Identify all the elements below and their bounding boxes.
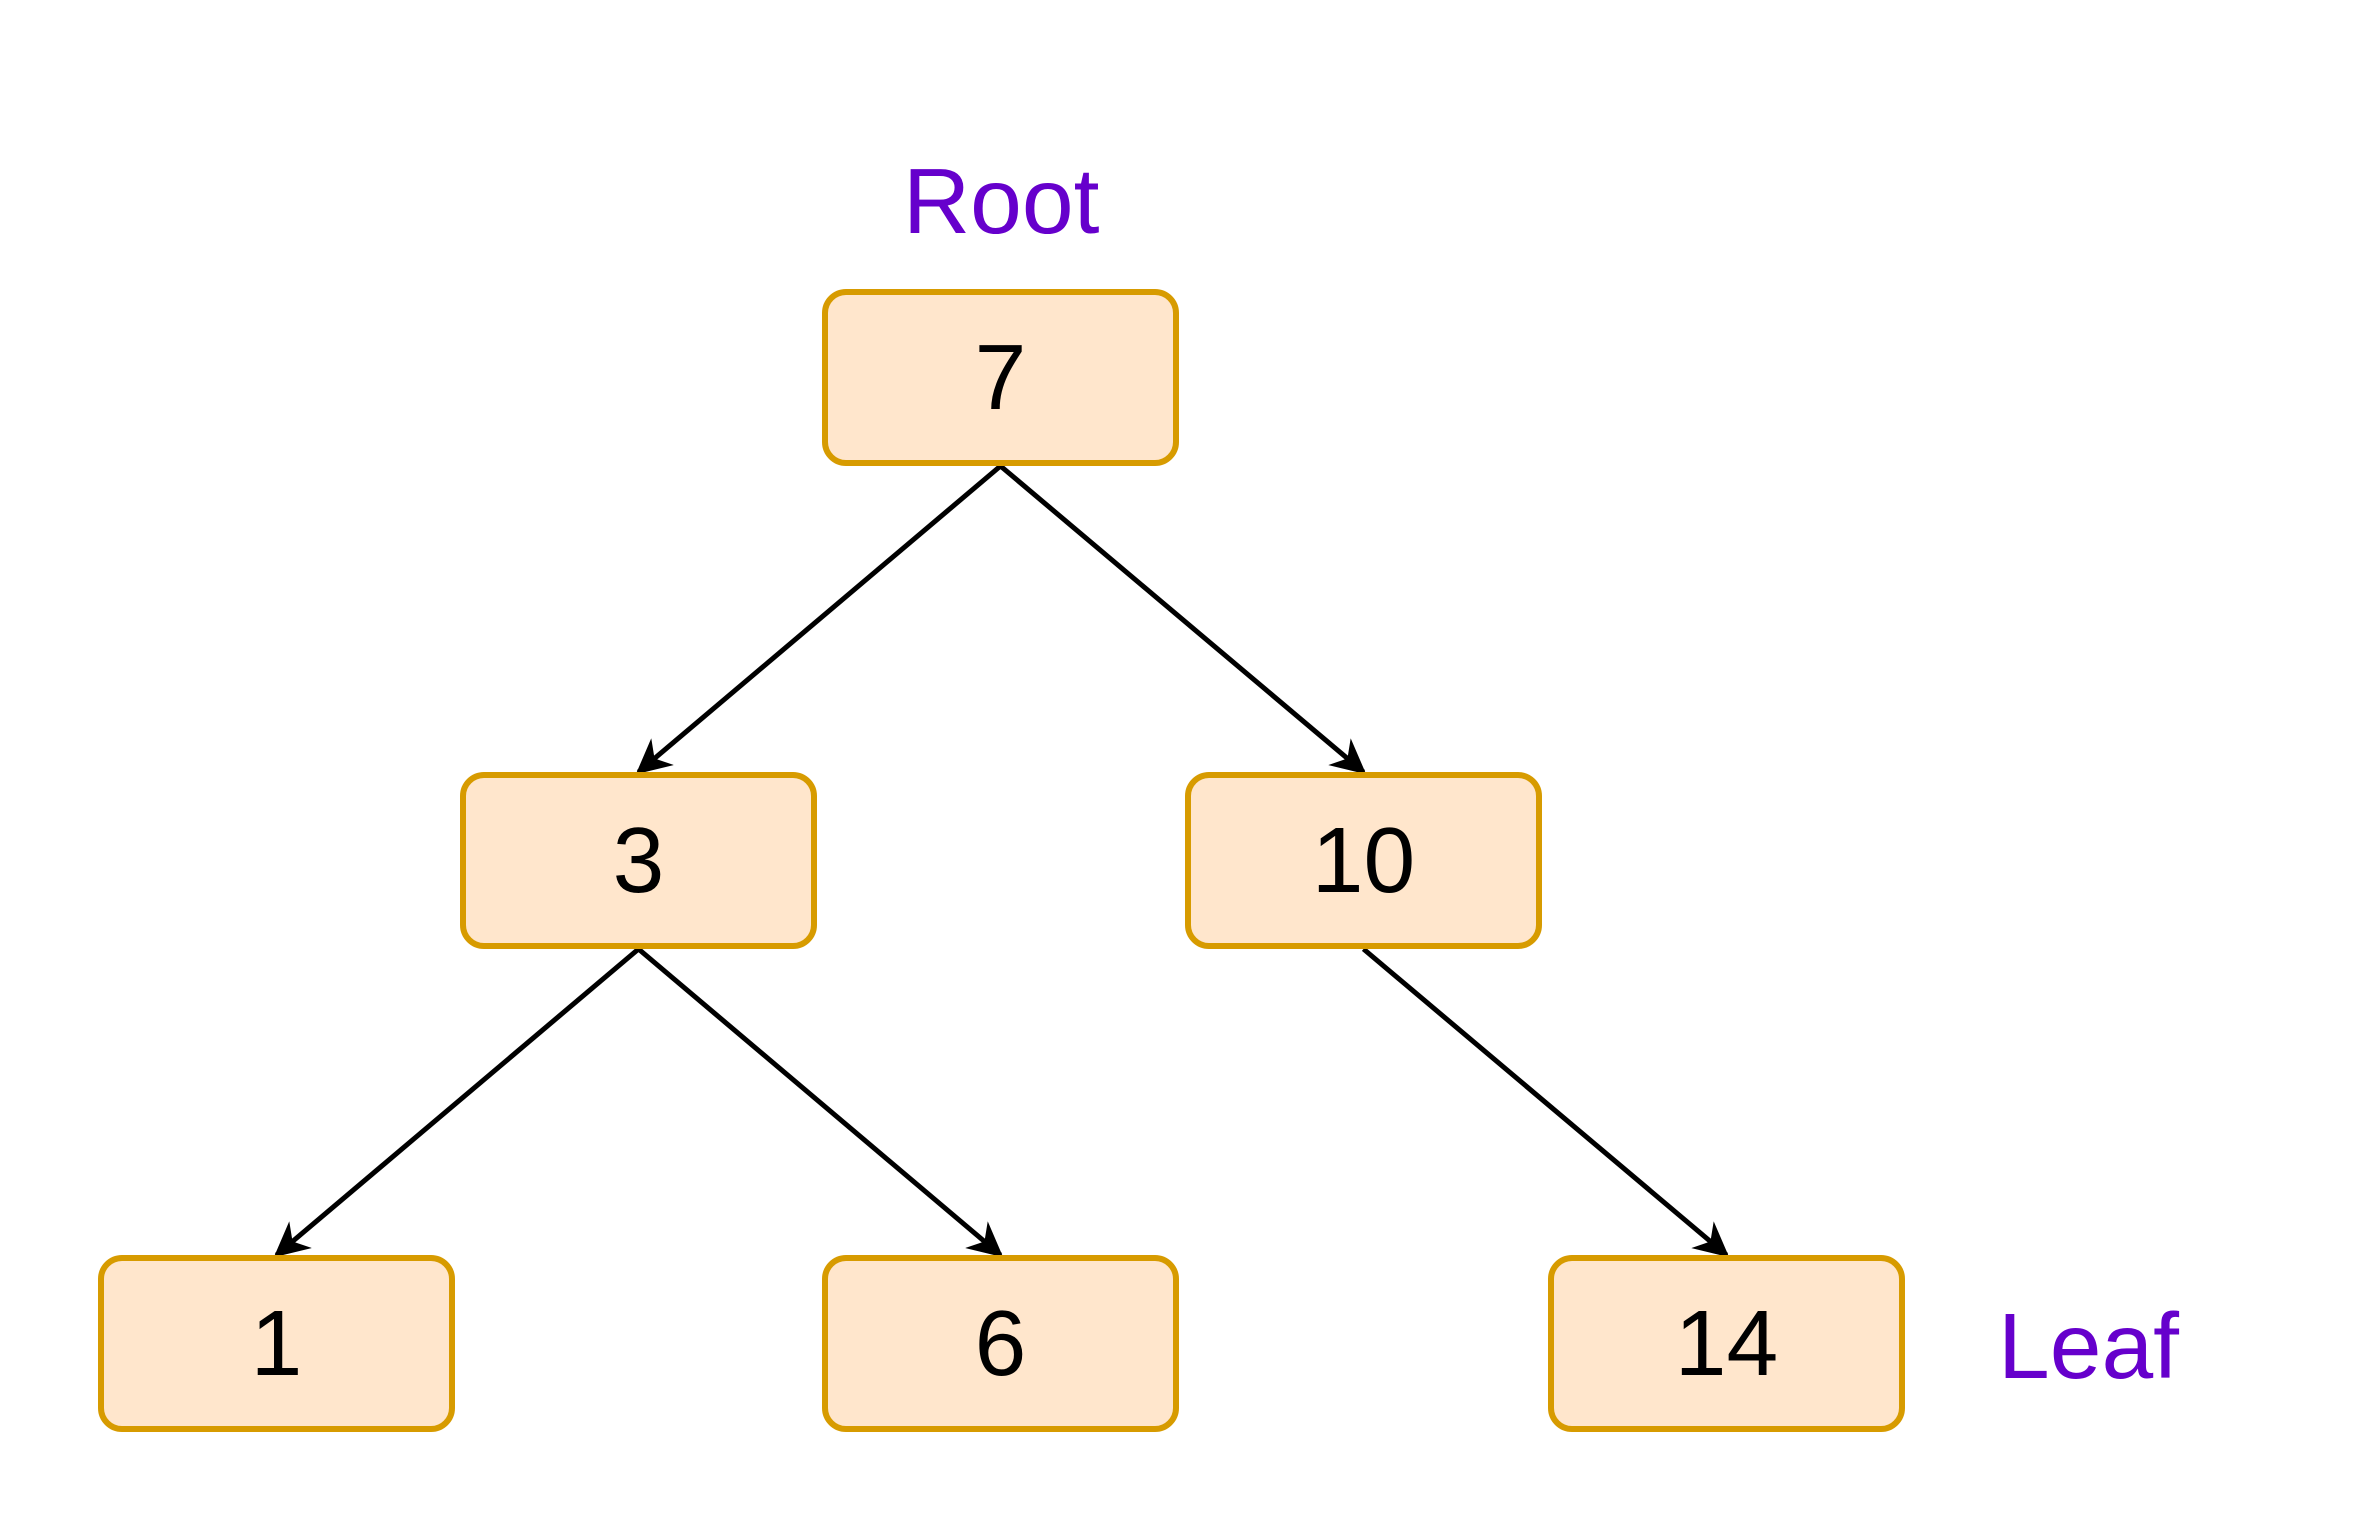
edge-7-to-3 <box>635 464 1003 775</box>
leaf-label: Leaf <box>1998 1294 2180 1398</box>
edge-3-to-6 <box>636 947 1004 1258</box>
tree-node-6: 6 <box>822 1255 1179 1432</box>
edge-7-to-10 <box>998 464 1367 775</box>
tree-node-14: 14 <box>1548 1255 1905 1432</box>
edge-3-to-1 <box>273 947 641 1258</box>
root-label: Root <box>903 149 1100 253</box>
tree-node-10: 10 <box>1185 772 1542 949</box>
tree-node-7: 7 <box>822 289 1179 466</box>
tree-node-1: 1 <box>98 1255 455 1432</box>
edge-10-to-14 <box>1361 947 1730 1258</box>
tree-node-3: 3 <box>460 772 817 949</box>
